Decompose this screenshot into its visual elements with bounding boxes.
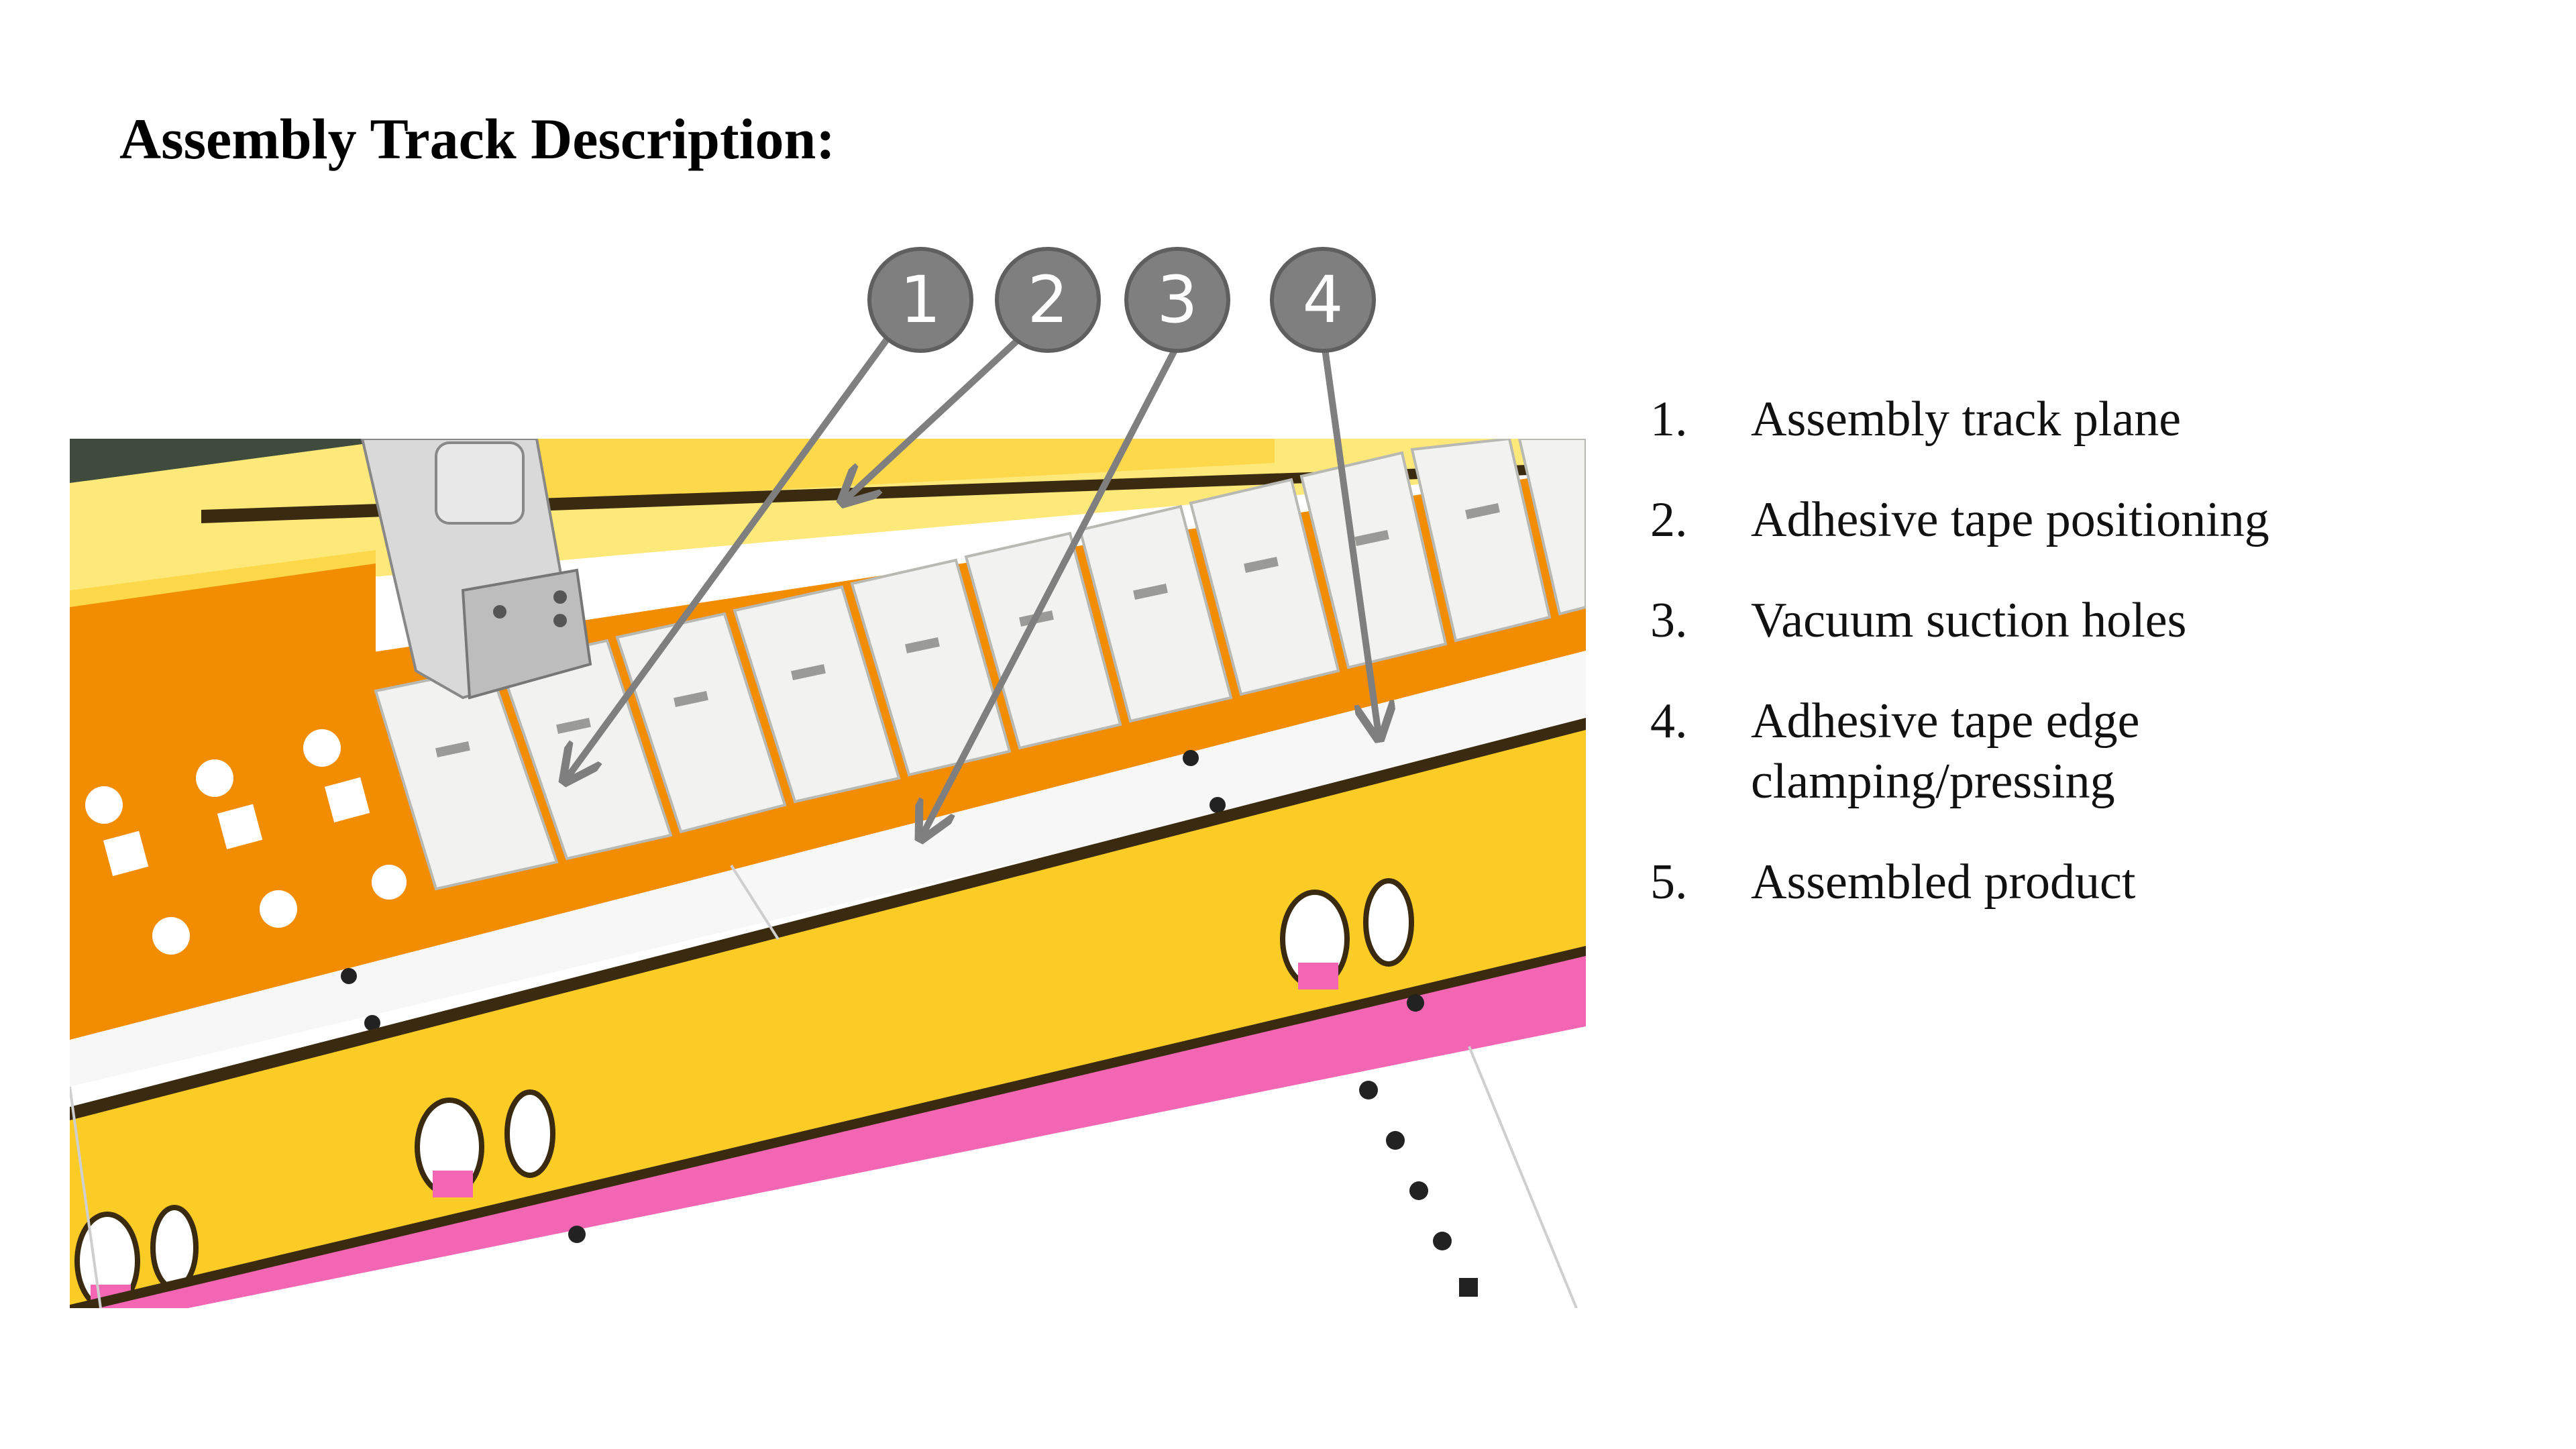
adhesive-tape-pads: [374, 439, 1586, 891]
legend-number: 3.: [1650, 593, 1688, 648]
legend-item-3: 3. Vacuum suction holes: [1650, 590, 2522, 651]
legend-number: 2.: [1650, 492, 1688, 547]
clamp-slots: [74, 878, 1414, 1308]
legend-item-4: 4. Adhesive tape edge clamping/pressing: [1650, 691, 2522, 812]
legend-number: 4.: [1650, 694, 1688, 749]
leader-line-4: [1322, 345, 1379, 735]
leader-line-3: [922, 335, 1184, 835]
legend-text: Adhesive tape edge clamping/pressing: [1751, 694, 2140, 809]
callout-label: 4: [1302, 262, 1343, 337]
legend-text: Assembly track plane: [1751, 392, 2182, 447]
legend-item-2: 2. Adhesive tape positioning: [1650, 490, 2522, 550]
callout-label: 1: [900, 262, 941, 337]
legend-text: Assembled product: [1751, 855, 2136, 910]
legend-number: 5.: [1650, 855, 1688, 910]
legend-text: Vacuum suction holes: [1751, 593, 2187, 648]
callout-2: 2: [995, 247, 1101, 353]
callout-circle: [995, 247, 1101, 353]
legend-item-1: 1. Assembly track plane: [1650, 389, 2522, 449]
callout-circle: [1270, 247, 1376, 353]
callout-circle: [867, 247, 973, 353]
callout-leaders: [567, 329, 1379, 835]
legend-list: 1. Assembly track plane 2. Adhesive tape…: [1650, 389, 2522, 953]
track-render: [70, 439, 1586, 1308]
callout-1: 1: [867, 247, 973, 353]
callout-label: 2: [1027, 262, 1068, 337]
gripper-tool: [360, 439, 592, 700]
callout-circle: [1124, 247, 1230, 353]
callout-label: 3: [1157, 262, 1197, 337]
legend-item-5: 5. Assembled product: [1650, 852, 2522, 912]
legend-number: 1.: [1650, 392, 1688, 447]
leader-line-1: [567, 329, 896, 778]
page-title: Assembly Track Description:: [119, 107, 835, 171]
positioning-holes: [85, 729, 407, 955]
leader-line-2: [845, 329, 1030, 500]
callout-4: 4: [1270, 247, 1376, 353]
legend-text: Adhesive tape positioning: [1751, 492, 2269, 547]
callout-3: 3: [1124, 247, 1230, 353]
